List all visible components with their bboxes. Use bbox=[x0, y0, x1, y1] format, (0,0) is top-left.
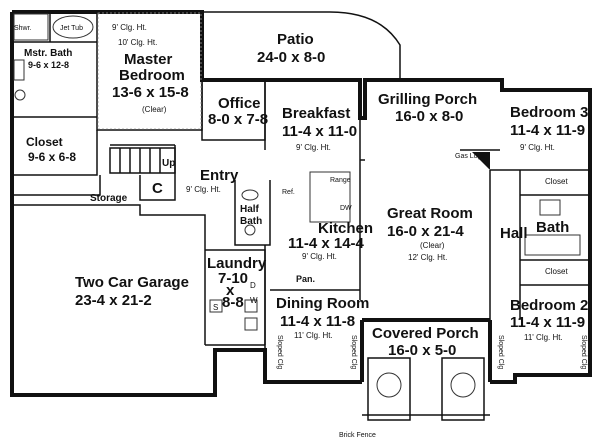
bed2-dim: 11-4 x 11-9 bbox=[510, 314, 585, 331]
mstr-bath-dim: 9-6 x 12-8 bbox=[28, 60, 69, 70]
dryer bbox=[244, 299, 258, 313]
patio-label: Patio bbox=[277, 31, 314, 48]
grilling-dim: 16-0 x 8-0 bbox=[395, 108, 463, 125]
bath-sink bbox=[539, 199, 561, 216]
great-label: Great Room bbox=[387, 205, 473, 222]
great-clear: (Clear) bbox=[420, 241, 445, 250]
fireplace-icon bbox=[472, 152, 490, 170]
master-clear: (Clear) bbox=[142, 105, 167, 114]
master-label-2: Bedroom bbox=[119, 67, 185, 84]
half-bath-label-1: Half bbox=[240, 204, 260, 215]
stairs bbox=[109, 147, 176, 174]
storage-label: Storage bbox=[90, 193, 128, 204]
jet-tub bbox=[52, 15, 94, 39]
dining-ceiling: 11' Clg. Ht. bbox=[294, 331, 333, 340]
great-ceiling: 12' Clg. Ht. bbox=[408, 253, 447, 262]
office-dim: 8-0 x 7-8 bbox=[208, 111, 268, 128]
dining-sloped-right: Sloped Clg bbox=[350, 335, 357, 369]
covered-porch-dim: 16-0 x 5-0 bbox=[388, 342, 456, 359]
mstr-bath-label: Mstr. Bath bbox=[24, 48, 72, 59]
breakfast-dim: 11-4 x 11-0 bbox=[282, 123, 357, 140]
toilet bbox=[14, 89, 26, 101]
s-label: S bbox=[213, 303, 218, 312]
dining-sloped-left: Sloped Clg bbox=[276, 335, 283, 369]
breakfast-label: Breakfast bbox=[282, 105, 350, 122]
dining-label: Dining Room bbox=[276, 295, 369, 312]
w-label: W bbox=[250, 296, 258, 305]
master-ceiling-10: 10' Clg. Ht. bbox=[118, 38, 157, 47]
bed2-sloped-left: Sloped Clg bbox=[497, 335, 504, 369]
patio-outline bbox=[202, 11, 401, 80]
covered-porch-label: Covered Porch bbox=[372, 325, 479, 342]
bed2-label: Bedroom 2 bbox=[510, 297, 588, 314]
fixtures bbox=[13, 13, 581, 331]
bath-label: Bath bbox=[536, 219, 569, 236]
exterior-walls bbox=[10, 10, 592, 397]
office-label: Office bbox=[218, 95, 261, 112]
master-ceiling-9: 9' Clg. Ht. bbox=[112, 23, 147, 32]
closet-dim: 9-6 x 6-8 bbox=[28, 150, 76, 164]
kitchen-dim: 11-4 x 14-4 bbox=[288, 235, 365, 252]
kitchen-ceiling: 9' Clg. Ht. bbox=[302, 252, 337, 261]
vanity bbox=[13, 59, 25, 81]
half-bath-label-2: Bath bbox=[240, 216, 262, 227]
dining-dim: 11-4 x 11-8 bbox=[280, 313, 355, 330]
master-label-1: Master bbox=[124, 51, 173, 68]
room-labels: Shwr. Jet Tub Mstr. Bath 9-6 x 12-8 9' C… bbox=[14, 23, 588, 439]
bed2-sloped-right: Sloped Clg bbox=[580, 335, 587, 369]
up-label: Up bbox=[162, 158, 175, 169]
laundry-dim-2: x bbox=[226, 282, 235, 299]
shwr-label: Shwr. bbox=[14, 25, 32, 32]
c-label: C bbox=[152, 180, 163, 197]
laundry-dim-3: 8-8 bbox=[222, 294, 244, 311]
great-dim: 16-0 x 21-4 bbox=[387, 223, 464, 240]
breakfast-ceiling: 9' Clg. Ht. bbox=[296, 143, 331, 152]
entry-label: Entry bbox=[200, 167, 239, 184]
closet-label: Closet bbox=[26, 135, 63, 149]
bed2-ceiling: 11' Clg. Ht. bbox=[524, 333, 563, 342]
bed3-dim: 11-4 x 11-9 bbox=[510, 122, 585, 139]
hall-label: Hall bbox=[500, 225, 528, 242]
laundry-dim-1: 7-10 bbox=[218, 270, 248, 287]
shower-stall bbox=[13, 13, 49, 41]
planters bbox=[367, 357, 485, 421]
half-bath-sink bbox=[241, 189, 259, 201]
bed3-ceiling: 9' Clg. Ht. bbox=[520, 143, 555, 152]
kitchen-label: Kitchen bbox=[318, 220, 373, 237]
garage-dim: 23-4 x 21-2 bbox=[75, 292, 152, 309]
jet-tub-label: Jet Tub bbox=[60, 25, 83, 32]
ref-label: Ref. bbox=[282, 189, 295, 196]
laundry-label: Laundry bbox=[207, 255, 267, 272]
grilling-label: Grilling Porch bbox=[378, 91, 477, 108]
closet-small-bottom: Closet bbox=[545, 267, 568, 276]
sink bbox=[209, 299, 223, 313]
closet-small-top: Closet bbox=[545, 177, 568, 186]
pan-label: Pan. bbox=[296, 274, 315, 284]
master-dim: 13-6 x 15-8 bbox=[112, 84, 189, 101]
washer bbox=[244, 317, 258, 331]
dw-label: DW bbox=[340, 205, 352, 212]
bed3-label: Bedroom 3 bbox=[510, 104, 588, 121]
d-label: D bbox=[250, 281, 256, 290]
brick-fence-label: Brick Fence bbox=[339, 432, 376, 439]
bathtub bbox=[524, 234, 581, 256]
master-ceiling-outline bbox=[97, 12, 202, 130]
range-label: Range bbox=[330, 177, 351, 184]
entry-ceiling: 9' Clg. Ht. bbox=[186, 185, 221, 194]
interior-walls bbox=[12, 12, 590, 380]
kitchen-island bbox=[309, 171, 351, 223]
gas-logs-label: Gas Logs bbox=[455, 153, 485, 160]
patio-dim: 24-0 x 8-0 bbox=[257, 49, 325, 66]
garage-label: Two Car Garage bbox=[75, 274, 189, 291]
half-bath-toilet bbox=[244, 224, 256, 236]
